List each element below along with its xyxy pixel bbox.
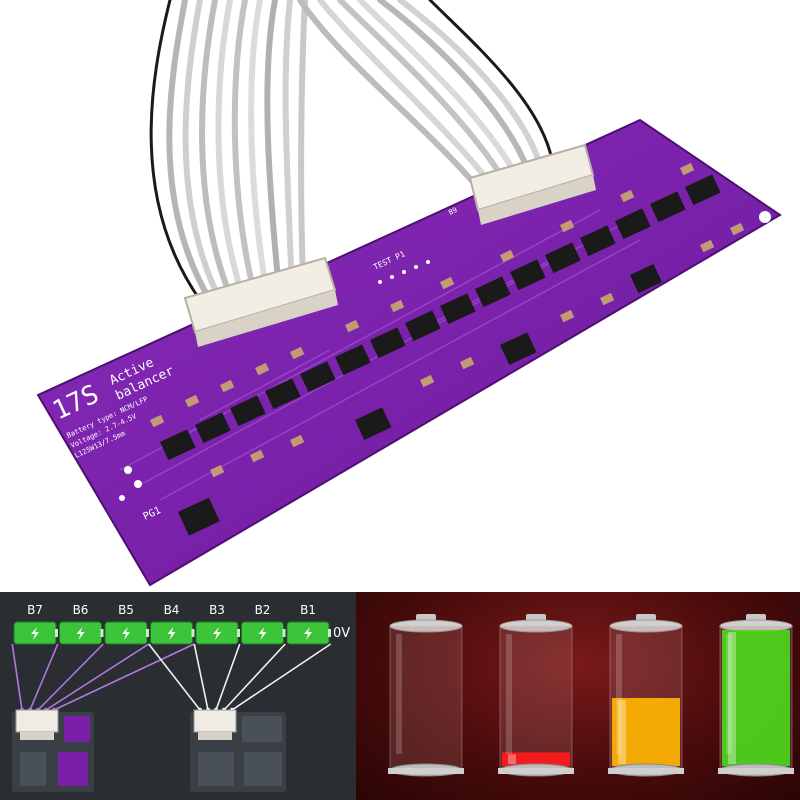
cell-row: B7 B6 B5 B4 B3 B2 B1 [13,603,331,645]
connector-b-label: B9 [447,206,458,217]
zero-volt-label: 0V [333,626,350,641]
cell-label: B3 [209,603,225,617]
bolt-icon [304,627,312,640]
wiring-diagram: B7 B6 B5 B4 B3 B2 B1 0V [0,592,356,800]
bolt-icon [258,627,267,640]
cell-b7: B7 [13,603,58,645]
bolt-icon [76,627,85,640]
battery-icon [608,614,684,777]
mounting-hole [759,211,771,223]
cell-b2: B2 [241,603,286,645]
ic-chip-row [160,174,721,536]
pcb-illustration: 17S Active balancer Battery type: NCM/LF… [36,0,782,587]
sense-lead [193,643,209,711]
connector-right [468,143,596,225]
sense-lead [11,643,23,711]
battery-fill [502,752,570,766]
test-pads [119,260,430,501]
sense-lead [29,643,59,711]
cell-b1: B1 [286,603,331,645]
sense-lead [45,643,150,711]
battery-icon [718,614,794,777]
battery-levels-svg [388,614,794,777]
cell-label: B1 [300,603,316,617]
smd-components [150,162,745,478]
sense-lead [37,643,104,711]
connector-a-label: B- [162,323,178,338]
cell-label: B7 [27,603,43,617]
sense-lead [148,643,201,711]
sense-leads [11,643,332,713]
bolt-icon [213,627,221,640]
battery-icon [498,614,574,777]
bolt-icon [122,627,130,640]
wire-bundle [149,0,554,303]
battery-icon [388,614,464,777]
bolt-icon [167,627,176,640]
sense-lead [53,643,195,711]
cell-b6: B6 [59,603,104,645]
cell-b5: B5 [104,603,149,645]
cell-b4: B4 [150,603,195,645]
cell-b3: B3 [195,603,240,645]
battery-levels [356,592,800,800]
cell-label: B6 [73,603,89,617]
battery-fill [722,630,790,766]
sense-lead [231,643,332,711]
cell-label: B2 [255,603,271,617]
sense-lead [223,643,286,711]
sense-lead [215,643,241,711]
module-right [190,709,286,792]
cell-label: B4 [164,603,180,617]
connector-left [183,256,338,347]
module-left [12,709,94,792]
cell-label: B5 [118,603,134,617]
bolt-icon [31,627,39,640]
pcb-photo: 17S Active balancer Battery type: NCM/LF… [36,0,782,587]
battery-fill [612,698,680,766]
wiring-diagram-svg: B7 B6 B5 B4 B3 B2 B1 0V [11,603,350,792]
